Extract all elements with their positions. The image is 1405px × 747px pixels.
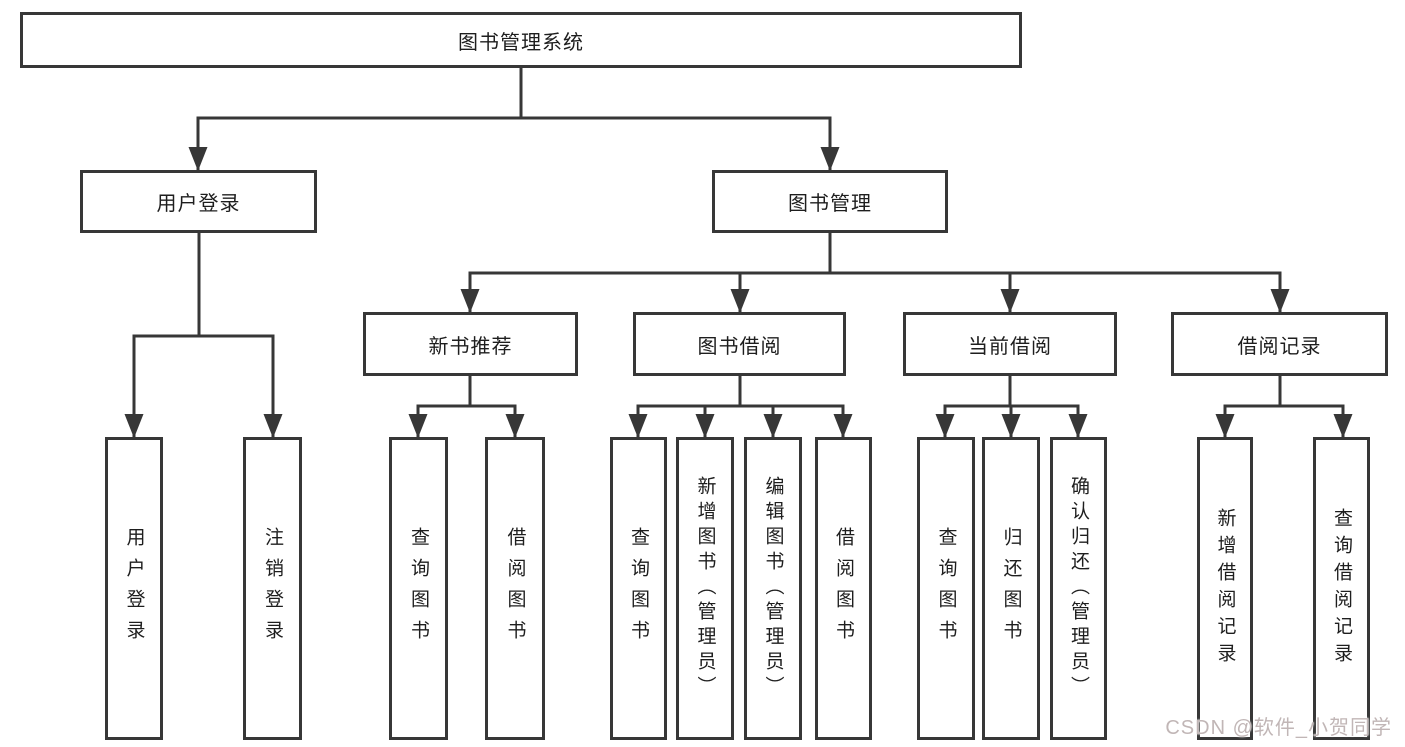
leaf-user-login: 用户登录 bbox=[105, 437, 163, 740]
leaf-add-books-admin: 新增图书（管理员） bbox=[676, 437, 734, 740]
leaf-return-books: 归还图书 bbox=[982, 437, 1040, 740]
node-user-login: 用户登录 bbox=[80, 170, 317, 233]
leaf-query-books-borrow: 查询图书 bbox=[610, 437, 667, 740]
connector-borrow-records-children bbox=[1215, 376, 1353, 438]
connector-book-mgmt-to-level3 bbox=[460, 233, 1290, 313]
csdn-watermark: CSDN @软件_小贺同学 bbox=[1165, 717, 1392, 739]
leaf-query-books-current: 查询图书 bbox=[917, 437, 975, 740]
leaf-edit-books-admin: 编辑图书（管理员） bbox=[744, 437, 802, 740]
node-current-borrow: 当前借阅 bbox=[903, 312, 1117, 376]
leaf-borrow-books-rec: 借阅图书 bbox=[485, 437, 545, 740]
node-new-book-recommend: 新书推荐 bbox=[363, 312, 578, 376]
connector-root-to-level2 bbox=[188, 68, 840, 171]
leaf-logout: 注销登录 bbox=[243, 437, 302, 740]
node-library-system: 图书管理系统 bbox=[20, 12, 1022, 68]
leaf-add-borrow-record: 新增借阅记录 bbox=[1197, 437, 1253, 740]
leaf-confirm-return-admin: 确认归还（管理员） bbox=[1050, 437, 1107, 740]
connector-user-login-children bbox=[124, 233, 283, 438]
leaf-borrow-books: 借阅图书 bbox=[815, 437, 872, 740]
node-book-borrow: 图书借阅 bbox=[633, 312, 846, 376]
leaf-query-books-rec: 查询图书 bbox=[389, 437, 448, 740]
connector-book-borrow-children bbox=[628, 376, 853, 438]
node-book-management: 图书管理 bbox=[712, 170, 948, 233]
connector-current-borrow-children bbox=[935, 376, 1088, 438]
connector-new-book-rec-children bbox=[408, 376, 525, 438]
leaf-query-borrow-record: 查询借阅记录 bbox=[1313, 437, 1370, 740]
node-borrow-records: 借阅记录 bbox=[1171, 312, 1388, 376]
